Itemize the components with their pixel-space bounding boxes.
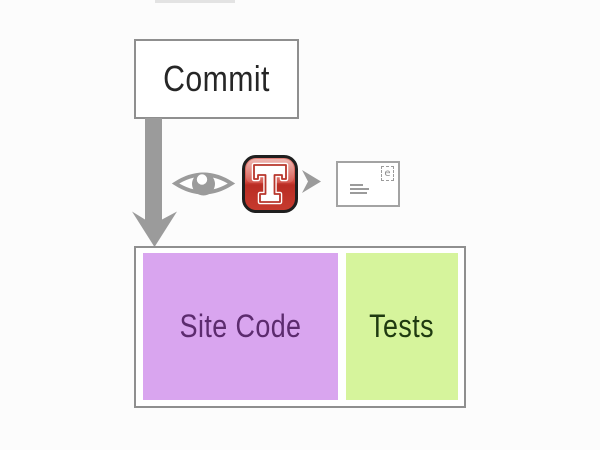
site-code-label: Site Code bbox=[179, 308, 302, 344]
stamp-letter: e bbox=[384, 168, 391, 179]
right-arrowhead-icon bbox=[302, 170, 321, 193]
repository-box: Site Code Tests bbox=[134, 246, 466, 408]
commit-label: Commit bbox=[163, 58, 270, 99]
video-edge-artifact bbox=[155, 0, 235, 3]
commit-box: Commit bbox=[134, 39, 299, 119]
ci-t-letter bbox=[251, 162, 289, 205]
address-lines bbox=[350, 184, 369, 196]
tests-label: Tests bbox=[369, 308, 435, 344]
down-arrow-icon bbox=[132, 118, 177, 247]
tests-box: Tests bbox=[346, 253, 458, 400]
stamp-icon: e bbox=[381, 166, 394, 181]
site-code-box: Site Code bbox=[143, 253, 338, 400]
email-envelope-icon: e bbox=[336, 161, 400, 207]
eye-icon bbox=[171, 172, 236, 196]
ci-t-app-icon bbox=[242, 155, 298, 213]
